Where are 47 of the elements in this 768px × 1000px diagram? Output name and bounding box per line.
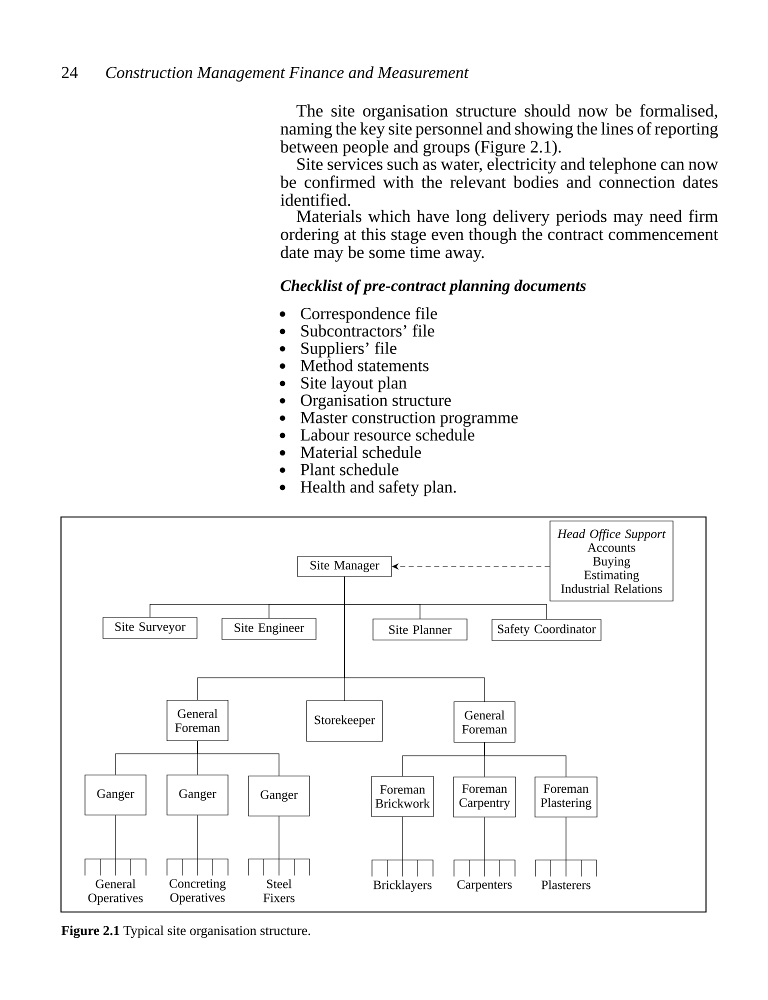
list-item: Site layout plan <box>301 376 407 392</box>
role-box: Safety Coordinator <box>492 619 602 641</box>
role-box: Ganger <box>166 774 228 816</box>
page-number: 24 <box>62 66 78 78</box>
list-item: Material schedule <box>300 446 421 458</box>
section-heading: Checklist of pre-contract planning documents <box>280 280 586 294</box>
running-head: Construction Management Finance and Measurement <box>106 66 469 82</box>
list-item: Organisation structure <box>300 394 451 410</box>
connector-line <box>484 817 485 860</box>
list-item: Subcontractors’ file <box>301 324 434 337</box>
connector-line <box>115 815 116 860</box>
crew-label: Bricklayers <box>373 880 432 892</box>
role-box: Foreman Brickwork <box>371 776 434 817</box>
role-box: Site Planner <box>372 618 468 640</box>
body-paragraph: Site services such as water, electricity and telephone can now be confirmed with the relevant bodies and connection dates identified. <box>280 158 718 206</box>
body-paragraph: The site organisation structure should now be formalised, naming the key site personnel and showing the lines of reporting between people and groups (Figure 2.1). <box>280 104 718 156</box>
support-box: Head Office Support Accounts Buying Estimating Industrial Relations <box>550 520 674 602</box>
connector-line <box>344 576 485 702</box>
role-box: Ganger <box>248 776 310 816</box>
body-paragraph: Materials which have long delivery periods may need firm ordering at this stage even though the contract commencement date may be some time away. <box>280 210 718 262</box>
connector-line <box>197 815 198 860</box>
connector-line <box>278 816 280 860</box>
role-box: Site Engineer <box>222 618 316 640</box>
crew-label: Concreting Operatives <box>170 879 226 904</box>
role-box: Storekeeper <box>306 700 383 742</box>
connector-line <box>197 740 280 776</box>
role-box: General Foreman <box>166 700 228 742</box>
role-box: Ganger <box>84 774 146 816</box>
list-item: Method statements <box>300 359 428 372</box>
list-item: Master construction programme <box>300 412 518 427</box>
crew-label: General Operatives <box>88 879 143 905</box>
list-item: Correspondence file <box>300 307 437 323</box>
list-item: Health and safety plan. <box>300 480 456 496</box>
crew-label: Carpenters <box>457 880 512 892</box>
role-box: Foreman Plastering <box>534 776 598 818</box>
role-box: Site Manager <box>297 556 392 577</box>
figure-caption: Figure 2.1 Typical site organisation structure. <box>61 926 310 938</box>
crew-label: Plasterers <box>542 880 590 890</box>
role-box: Foreman Carpentry <box>453 776 516 818</box>
crew-label: Steel Fixers <box>263 879 295 902</box>
role-box: Site Surveyor <box>102 617 198 639</box>
list-item: Plant schedule <box>300 463 398 476</box>
connector-line <box>484 742 566 777</box>
connector-line <box>402 816 403 860</box>
role-box: General Foreman <box>454 701 516 743</box>
list-item: Suppliers’ file <box>301 342 396 358</box>
list-item: Labour resource schedule <box>300 428 474 441</box>
